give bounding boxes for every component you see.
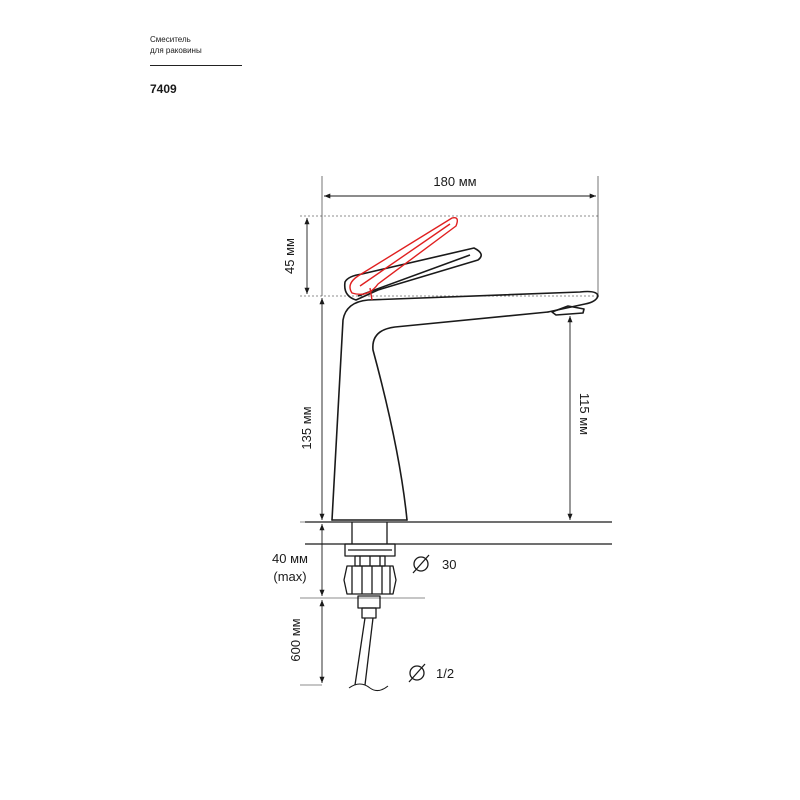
- lever-open: [349, 216, 459, 301]
- product-type-line2: для раковины: [150, 46, 202, 55]
- hole-diameter-label: 30: [442, 557, 456, 572]
- extension-lines: [300, 176, 600, 686]
- product-type-line1: Смеситель: [150, 35, 191, 44]
- dimension-arrows: [304, 193, 596, 683]
- faucet-body: [331, 290, 599, 521]
- title-block: Смеситель для раковины: [150, 34, 202, 56]
- thread-size-label: 1/2: [436, 666, 454, 681]
- countertop: [305, 521, 612, 545]
- width-label: 180 мм: [433, 174, 476, 189]
- model-number: 7409: [150, 82, 177, 96]
- mount-depth-label: 40 мм: [272, 551, 308, 566]
- diameter-thread-icon: [408, 663, 426, 683]
- hose-length-label: 600 мм: [288, 618, 303, 661]
- mount-depth-note: (max): [273, 569, 306, 584]
- lever-height-label: 45 мм: [282, 238, 297, 274]
- supply-hose: [348, 617, 389, 692]
- diameter-30-icon: [412, 554, 430, 574]
- lever-closed: [343, 247, 482, 301]
- body-height-label: 135 мм: [299, 406, 314, 449]
- spout-height-label: 115 мм: [577, 393, 592, 435]
- mounting-assembly: [343, 522, 397, 619]
- title-underline: [150, 65, 242, 66]
